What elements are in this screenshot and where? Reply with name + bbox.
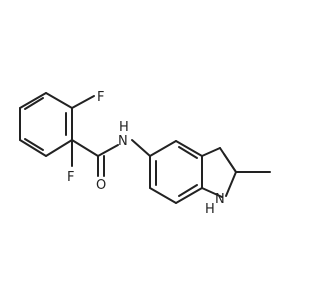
- structure-canvas: F F O N H N H: [19, 90, 271, 217]
- pyrrole-ring: [201, 147, 237, 198]
- bond: [45, 139, 73, 157]
- bond: [45, 92, 73, 109]
- bond: [19, 92, 47, 109]
- atom-o: O: [96, 178, 106, 193]
- bond-c-f-top: [71, 95, 95, 109]
- bond-n-indole: [131, 139, 151, 157]
- atom-n-h: H: [119, 120, 129, 135]
- atom-f-bottom: F: [67, 170, 74, 185]
- bond: [175, 140, 203, 157]
- difluorophenyl-ring: [19, 92, 73, 157]
- indole-benzene-ring: [149, 140, 203, 204]
- molecule-diagram: F F O N H N H: [19, 90, 271, 217]
- bond: [201, 147, 221, 157]
- bond: [175, 187, 203, 204]
- atom-n: N: [118, 134, 128, 149]
- double-bond-inner: [178, 146, 198, 159]
- double-bond-inner: [223, 153, 237, 173]
- bond-c-n: [97, 144, 119, 157]
- bond: [149, 140, 177, 157]
- atom-ring-h: H: [205, 202, 215, 217]
- bond: [149, 187, 177, 204]
- double-bond-inner: [24, 97, 44, 110]
- double-bond-inner: [24, 138, 44, 151]
- bond: [225, 171, 237, 197]
- atom-f-top: F: [97, 90, 104, 105]
- atom-ring-n: N: [215, 192, 225, 207]
- bond-ring-carbonyl: [71, 139, 99, 157]
- bond: [19, 139, 47, 157]
- bond: [201, 187, 223, 198]
- double-bond-inner: [178, 184, 198, 197]
